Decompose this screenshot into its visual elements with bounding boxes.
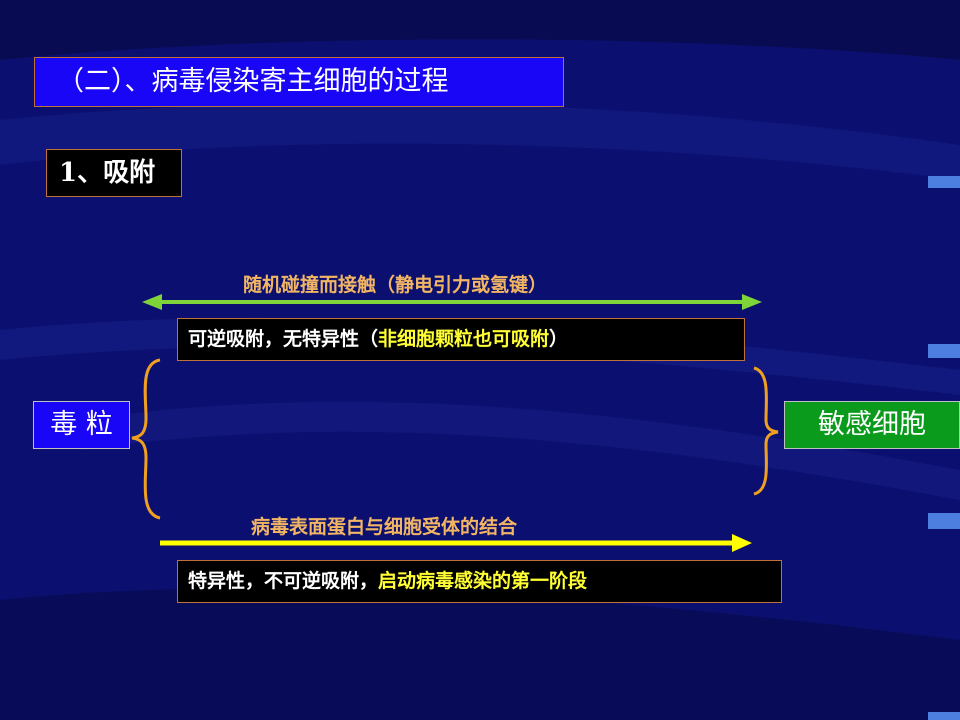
bottom-path-label: 病毒表面蛋白与细胞受体的结合 [251,516,518,538]
decorative-stripe [928,344,960,358]
slide-title: （二）、病毒侵染寄主细胞的过程 [34,57,564,107]
desc-highlight: 非细胞颗粒也可吸附 [378,328,550,350]
desc-prefix: 特异性，不可逆吸附， [188,570,379,592]
decorative-stripe [928,513,960,529]
desc-suffix: ） [549,328,569,350]
section-heading: 1、吸附 [46,149,182,197]
top-path-label: 随机碰撞而接触（静电引力或氢键） [243,274,548,296]
decorative-stripe [928,712,960,720]
top-path-description: 可逆吸附，无特异性（非细胞颗粒也可吸附） [177,318,745,361]
decorative-stripe [928,176,960,188]
sensitive-cell-box: 敏感细胞 [784,401,960,449]
bottom-path-description: 特异性，不可逆吸附，启动病毒感染的第一阶段 [177,560,782,603]
desc-prefix: 可逆吸附，无特异性（ [188,328,379,350]
virion-box: 毒 粒 [33,401,130,449]
desc-highlight: 启动病毒感染的第一阶段 [378,570,588,592]
